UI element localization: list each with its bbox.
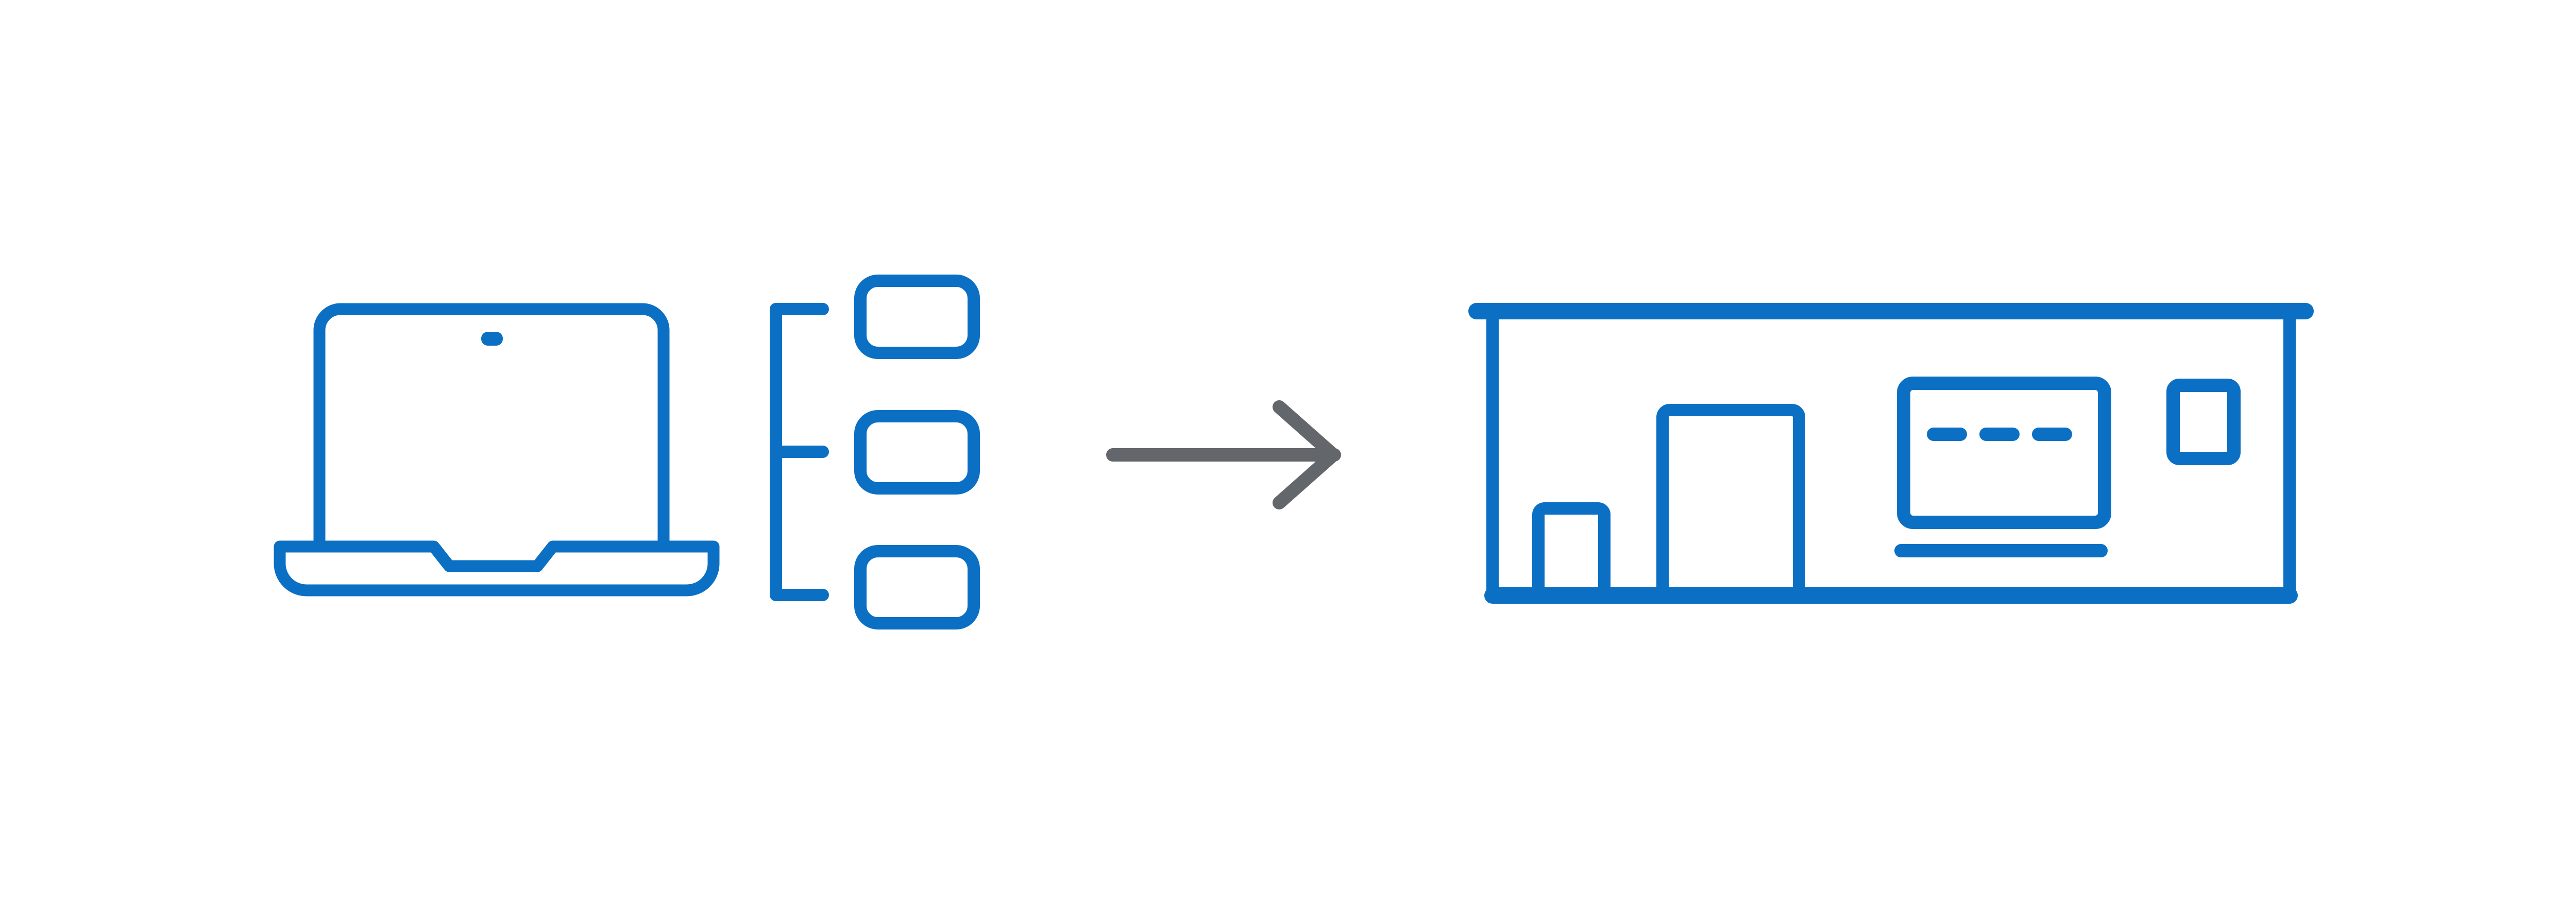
laptop-screen-outline <box>313 303 670 550</box>
tree-item-box-2[interactable] <box>854 410 980 495</box>
tree-item-box-3[interactable] <box>854 545 980 629</box>
data-center-icon[interactable] <box>1468 303 2314 604</box>
laptop-base <box>274 540 720 597</box>
wall-unit-small[interactable] <box>2166 379 2241 465</box>
monitor-panel[interactable] <box>1897 377 2111 529</box>
laptop-webcam-icon <box>481 332 503 346</box>
arrow-right-icon <box>1106 400 1341 509</box>
laptop-icon[interactable] <box>274 303 720 597</box>
server-rack-tall <box>1656 404 1805 596</box>
arrow-head <box>1273 400 1340 509</box>
hierarchy-tree-icon[interactable] <box>770 275 980 629</box>
tree-item-box-1[interactable] <box>854 275 980 359</box>
server-rack-short <box>1532 502 1611 596</box>
